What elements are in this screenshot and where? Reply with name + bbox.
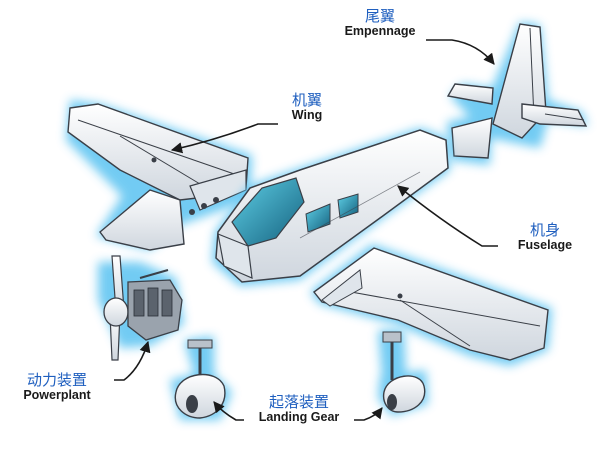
fuselage-en: Fuselage <box>517 237 573 252</box>
wing-arrow <box>170 123 278 154</box>
left-wing-part <box>66 100 252 251</box>
powerplant-label: 动力装置 Powerplant <box>0 372 114 402</box>
landing-gear-zh: 起落装置 <box>268 393 329 411</box>
left-landing-gear-part <box>170 336 232 420</box>
empennage-part <box>446 22 588 165</box>
wing-en: Wing <box>291 107 323 122</box>
landing-gear-label: 起落装置 Landing Gear <box>244 394 354 424</box>
powerplant-en: Powerplant <box>23 387 91 402</box>
empennage-zh: 尾翼 <box>364 7 395 25</box>
fuselage-label: 机身 Fuselage <box>500 222 590 252</box>
right-landing-gear-part <box>378 330 428 416</box>
landing-gear-left-arrow <box>213 401 244 421</box>
wing-label: 机翼 Wing <box>276 92 338 122</box>
landing-gear-en: Landing Gear <box>258 409 340 424</box>
right-wing-part <box>310 244 552 366</box>
powerplant-part <box>98 255 184 361</box>
leader-lines <box>114 39 498 421</box>
fuselage-part <box>212 128 450 286</box>
empennage-arrow <box>426 39 495 65</box>
powerplant-zh: 动力装置 <box>26 371 87 389</box>
empennage-label: 尾翼 Empennage <box>332 8 428 38</box>
fuselage-zh: 机身 <box>529 221 560 239</box>
powerplant-arrow <box>114 340 151 381</box>
empennage-en: Empennage <box>344 23 416 38</box>
fuselage-arrow <box>397 185 498 247</box>
wing-zh: 机翼 <box>291 91 322 109</box>
landing-gear-right-arrow <box>354 407 383 421</box>
